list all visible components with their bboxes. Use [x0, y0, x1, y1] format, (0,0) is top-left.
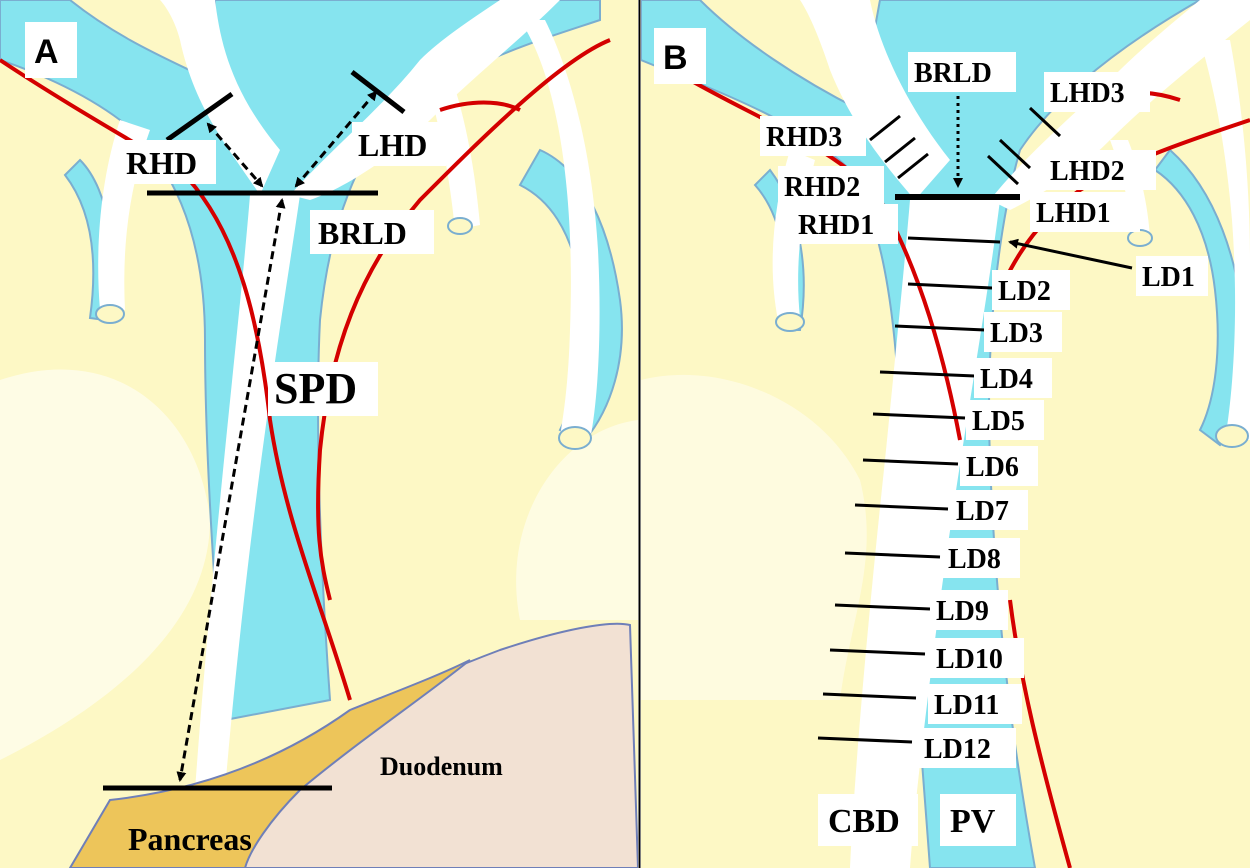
panel-b-duct-cross-section-1 [1215, 424, 1249, 448]
panel-a-duodenum-label: Duodenum [380, 752, 503, 781]
panel-b-pv-label: PV [950, 803, 996, 840]
ld1-label: LD1 [1142, 262, 1195, 293]
panel-a-white-region-left [0, 369, 210, 760]
panel-b-lhd1-label: LHD1 [1036, 198, 1111, 229]
panel-b-lhd1-box [1030, 192, 1140, 232]
ld1-line [907, 236, 1001, 244]
panel-b-rhd2-tick-a [884, 136, 916, 164]
ld12-line [817, 736, 913, 744]
ld4-label: LD4 [980, 364, 1033, 395]
panel-a-duct-cross-section-1 [558, 426, 592, 450]
panel-b-brld-label: BRLD [914, 58, 992, 89]
panel-b-rhd2-tick-b [897, 152, 929, 180]
panel-b-common-bile-duct [850, 200, 1000, 868]
ld8-line [844, 551, 941, 559]
panel-b-lhd2-box [1044, 150, 1156, 190]
panel-b-rhd3-box [760, 116, 866, 156]
ld5-label: LD5 [972, 406, 1025, 437]
panel-a-left-hepatic-artery [316, 38, 611, 601]
panel-b-letter-box [654, 28, 706, 84]
panel-a-duct-cross-section-2 [95, 304, 125, 324]
panel-a-spd-box [268, 362, 378, 416]
panel-b: B BRLD LHD3 RHD3 LHD2 RHD2 LHD1 RHD1 LD1… [641, 0, 1250, 868]
ld3-label: LD3 [990, 318, 1043, 349]
panel-b-lhd2-tick-b [986, 154, 1020, 186]
panel-b-brld-box [908, 52, 1016, 92]
panel-b-lhd2-label: LHD2 [1050, 156, 1125, 187]
panel-b-common-hepatic-artery [1008, 599, 1072, 868]
panel-b-cbd-box [818, 794, 918, 846]
ld6-line [862, 458, 959, 466]
panel-a-lhd-label: LHD [358, 127, 427, 163]
panel-a-lhd-line [350, 70, 406, 114]
ld10-line [829, 648, 926, 656]
panel-b-pv-box [940, 794, 1016, 846]
ld7-line [854, 503, 949, 511]
panel-a-rhd-label: RHD [126, 145, 197, 181]
ld10-label: LD10 [936, 644, 1003, 675]
ld11-line [822, 692, 917, 700]
panel-b-lhd2-tick-a [998, 138, 1032, 170]
ld5-line [872, 412, 966, 420]
panel-b-segment-duct [1200, 40, 1250, 440]
ld6-label: LD6 [966, 452, 1019, 483]
panel-b-lhd3-label: LHD3 [1050, 78, 1125, 109]
ld4-line [879, 370, 976, 378]
panel-a-lhd-dashed-arrow [294, 90, 378, 188]
ld9-label: LD9 [936, 596, 989, 627]
ld3-line [894, 324, 986, 332]
panel-a: A RHD LHD BRLD SPD Duodenum Pancreas [0, 0, 638, 868]
ld2-line [907, 282, 993, 290]
panel-a-brld-label: BRLD [318, 215, 407, 251]
panel-a-duct-cross-section-3 [447, 217, 473, 235]
panel-b-rhd2-label: RHD2 [784, 172, 860, 203]
panel-a-white-region-right [516, 420, 638, 620]
panel-b-letter: B [663, 39, 688, 77]
panel-b-ld-lines [817, 236, 1001, 744]
panel-a-spd-label: SPD [274, 364, 357, 413]
ld2-label: LD2 [998, 276, 1051, 307]
panel-b-lhd3-tick [1028, 106, 1062, 138]
ld11-label: LD11 [934, 690, 999, 721]
panel-b-rhd3-label: RHD3 [766, 122, 842, 153]
ld7-label: LD7 [956, 496, 1009, 527]
panel-a-pancreas-label: Pancreas [128, 821, 252, 857]
panel-a-lhd-box [352, 122, 446, 166]
panel-a-spd-dashed-arrow [176, 198, 286, 782]
panel-b-ld-labels: LD1 LD2 LD3 LD4 LD5 LD6 LD7 LD8 LD9 LD10… [918, 256, 1208, 768]
panel-a-letter: A [34, 33, 59, 71]
ld9-line [834, 603, 931, 611]
panel-b-ld1-pointer-arrow [1008, 238, 1133, 270]
panel-b-rhd3-tick [869, 114, 901, 142]
panel-a-rhd-dashed-arrow [206, 122, 264, 188]
panel-b-cbd-label: CBD [828, 803, 900, 840]
panel-a-rhd-line [165, 91, 234, 143]
panel-b-right-hepatic-duct [800, 0, 950, 200]
panel-b-rhd1-label: RHD1 [798, 210, 874, 241]
panel-b-branch-vessel-right [1153, 148, 1247, 447]
ld12-label: LD12 [924, 734, 991, 765]
panel-a-segment-duct [520, 20, 600, 440]
panel-b-white-region-left [641, 374, 867, 700]
panel-b-duct-cross-section-2 [775, 312, 805, 332]
panel-b-rhd1-box [792, 204, 898, 244]
panel-a-rhd-box [118, 140, 216, 184]
panel-a-letter-box [25, 22, 77, 78]
panel-a-brld-box [310, 210, 434, 254]
panel-b-duct-cross-section-3 [1127, 229, 1153, 247]
panel-a-left-sectoral-duct [420, 60, 480, 230]
panel-a-artery-branch [439, 100, 521, 112]
panel-b-lhd3-box [1044, 72, 1150, 112]
ld8-label: LD8 [948, 544, 1001, 575]
panel-b-rhd2-box [778, 166, 884, 206]
